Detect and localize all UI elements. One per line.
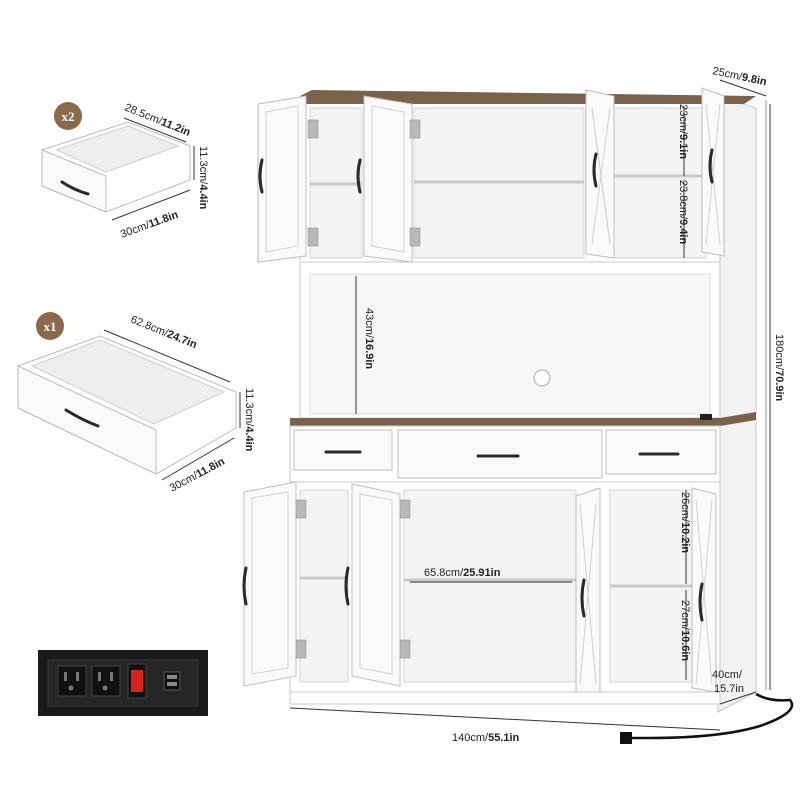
- lower-door-2: [344, 483, 411, 687]
- upper-shelf-bottom-label: 23.8cm/9.4in: [677, 180, 689, 244]
- large-drawer-depth-arrow: [161, 437, 235, 481]
- large-drawer-width-label: 62.8cm/24.7in: [129, 314, 199, 352]
- cabinet-dimensions: 25cm/9.8in 23cm/9.1in 23.8cm/9.4in 43cm/…: [289, 65, 785, 744]
- upper-door-3: [585, 89, 615, 259]
- small-drawer-handle: [60, 180, 90, 196]
- large-drawer-handle: [64, 408, 100, 428]
- hutch-open-height-label: 43cm/16.9in: [363, 308, 375, 369]
- small-drawer-width-arrow: [111, 189, 191, 221]
- small-drawer-qty-badge: [54, 102, 82, 130]
- power-cord: [628, 692, 794, 740]
- base-depth-cm-label: 40cm/: [712, 669, 743, 681]
- usb-port-icon: [163, 671, 181, 691]
- small-drawer-height-label: 11.3cm/4.4in: [197, 146, 209, 210]
- large-drawer-height-label: 11.3cm/4.4in: [243, 388, 255, 452]
- cabinet: [242, 87, 794, 744]
- total-height-label: 180cm/70.9in: [773, 334, 785, 402]
- power-outlet-icon: [91, 665, 121, 697]
- upper-door-1: [257, 95, 319, 263]
- power-strip: [38, 650, 208, 716]
- lower-shelf-bottom-label: 27cm/10.6in: [679, 600, 691, 661]
- large-drawer-width-arrow: [103, 329, 231, 383]
- counter-wood-top: [290, 412, 756, 426]
- upper-shelf-top-label: 23cm/9.1in: [677, 104, 689, 159]
- lower-shelf-width-label: 65.8cm/25.91in: [424, 567, 501, 579]
- power-plug: [620, 732, 632, 744]
- total-width-arrow: [289, 707, 721, 731]
- lower-door-1: [242, 481, 307, 687]
- large-drawer-inside: [30, 339, 226, 425]
- large-drawer-qty-badge: [36, 312, 64, 340]
- cable-hole: [533, 369, 551, 387]
- top-depth-label: 25cm/9.8in: [711, 65, 768, 88]
- cabinet-drawer-right: [605, 429, 717, 475]
- large-drawer-qty-text: x1: [44, 319, 57, 334]
- upper-door-2: [356, 95, 421, 263]
- small-drawer-qty-text: x2: [62, 109, 75, 124]
- top-depth-arrow: [719, 79, 767, 97]
- upper-door-4: [701, 87, 725, 257]
- small-drawer-inside: [54, 125, 180, 173]
- small-drawer-figure: x2 28.5cm/11.2in 11.3cm/4.4in 30cm/11.8i…: [41, 102, 209, 241]
- power-outlet-icon: [57, 665, 87, 697]
- cabinet-base: [289, 691, 721, 705]
- large-drawer-figure: x1 62.8cm/24.7in 11.3cm/4.4in 30cm/11.8i…: [17, 312, 255, 495]
- lower-door-3: [575, 487, 601, 697]
- lower-shelf-top-label: 26cm/10.2in: [679, 492, 691, 553]
- small-drawer-front: [41, 149, 107, 213]
- lower-door-4: [691, 487, 717, 693]
- small-drawer-depth-arrow: [123, 117, 187, 143]
- total-width-label: 140cm/55.1in: [452, 732, 520, 744]
- power-switch-icon: [127, 663, 147, 699]
- cabinet-drawer-left: [293, 429, 393, 471]
- base-depth-in-label: 15.7in: [714, 683, 744, 695]
- cabinet-drawer-center: [397, 429, 603, 479]
